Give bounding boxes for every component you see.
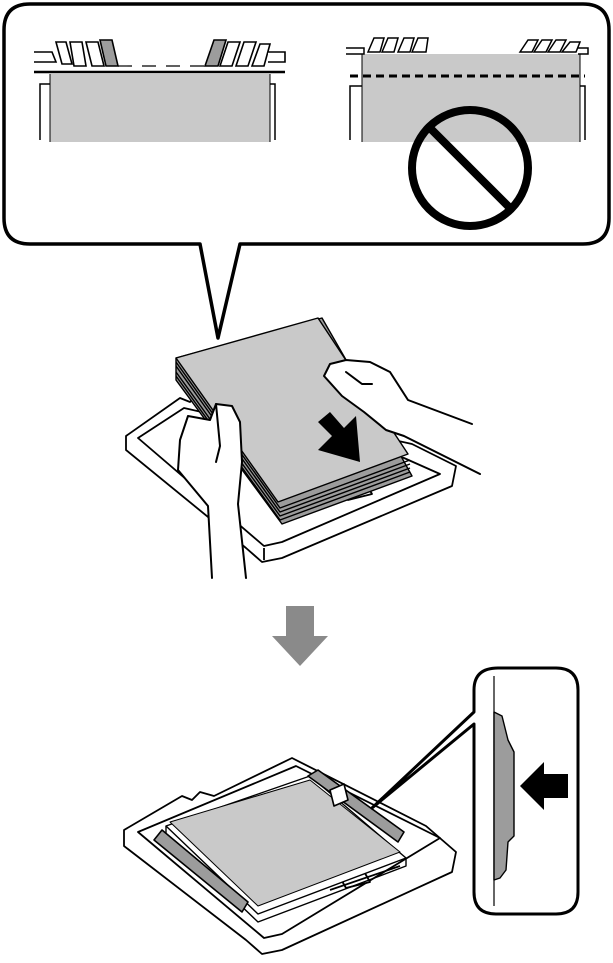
arrow-down-icon	[272, 606, 328, 666]
